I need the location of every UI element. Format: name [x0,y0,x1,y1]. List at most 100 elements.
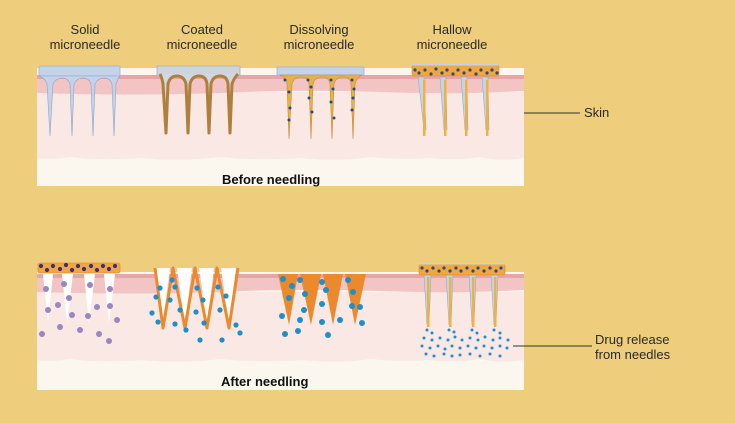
drug-particle [197,337,203,343]
drug-particle [351,96,355,100]
drug-particle [310,110,314,114]
before-needling-caption: Before needling [222,172,321,187]
drug-particle [85,313,91,319]
drug-particle [309,85,313,89]
drug-particle [279,313,285,319]
drug-particle [337,317,343,323]
dissolving-microneedle-array [276,66,365,140]
dissolving-microneedle-label: Dissolving microneedle [259,22,379,52]
after-needling-caption: After needling [221,374,309,389]
drug-particle [452,330,456,334]
coated-microneedle-label: Coated microneedle [142,22,262,52]
drug-particle [289,283,295,289]
drug-particle [474,72,478,76]
drug-particle [498,354,502,358]
drug-particle [75,263,81,269]
label-line2: from needles [595,347,671,362]
drug-particle [217,307,223,313]
solid-microneedle-array [38,65,121,137]
drug-particle [57,266,63,272]
released-drug-particles [420,328,510,358]
drug-particle [172,321,178,327]
drug-particle [506,338,510,342]
drug-particle [420,344,424,348]
drug-particle [430,338,434,342]
drug-particle [167,297,173,303]
drug-particle [456,68,460,72]
label-line1: Coated [181,22,223,37]
drug-particle [488,352,492,356]
needle-channels [423,80,489,136]
drug-particle [288,106,292,110]
drug-particle [413,68,417,72]
drug-particle [77,327,83,333]
drug-particle [96,331,102,337]
label-line1: Hallow [432,22,472,37]
drug-particle [286,295,292,301]
drug-particle [357,304,363,310]
drug-particles [413,67,499,76]
drug-particle [460,338,464,342]
dermis-layer [37,92,524,160]
drug-particles [283,78,356,122]
dissolving-after [278,274,366,338]
drug-particle [194,285,200,291]
drug-particle [107,286,113,292]
drug-particle [43,286,49,292]
drug-particle [283,78,287,82]
drug-particle [492,328,496,332]
label-line2: microneedle [166,37,238,52]
drug-particle [69,267,75,273]
drug-particle [233,322,239,328]
drug-particle [417,71,421,75]
drug-particle [498,344,502,348]
stratum-corneum [37,75,524,79]
drug-particle [88,263,94,269]
drug-particle [471,269,475,273]
drug-particle [44,267,50,273]
drug-particle [442,352,446,356]
drug-particle [301,307,307,313]
drug-particle [287,118,291,122]
drug-particle [106,266,112,272]
drug-particle [319,279,325,285]
drug-particle [280,276,286,282]
drug-particle [429,72,433,76]
drug-particle [157,285,163,291]
dermis-layer [37,292,524,362]
label-line2: microneedle [416,37,488,52]
hollow-microneedle-array [411,64,500,136]
drug-particle [443,347,447,351]
drug-particle [297,277,303,283]
drug-particle [350,289,356,295]
drug-particle [219,337,225,343]
coating-remnant [153,266,240,330]
drug-particle [94,267,100,273]
drug-particle [325,332,331,338]
drug-particle [466,344,470,348]
drug-particle [350,78,354,82]
drug-particle [106,338,112,344]
drug-particle [498,331,502,335]
drug-particle [479,68,483,72]
drug-particle [81,266,87,272]
drug-particle [470,328,474,332]
drug-particle [485,71,489,75]
drug-particle [201,320,207,326]
drug-particle [306,78,310,82]
drug-particle [297,317,303,323]
drug-particle [465,266,469,270]
drug-particle [442,266,446,270]
drug-particle [329,78,333,82]
drug-particle [434,67,438,71]
drug-particle [352,87,356,91]
drug-particle [107,303,113,309]
drug-particles [38,262,118,273]
skin-panel-before [37,68,524,186]
drug-particle [302,291,308,297]
drug-particle [491,338,495,342]
hollow-microneedle-label: Hallow microneedle [392,22,512,52]
drug-particle [488,266,492,270]
drug-particle [319,301,325,307]
drug-particle [61,281,67,287]
